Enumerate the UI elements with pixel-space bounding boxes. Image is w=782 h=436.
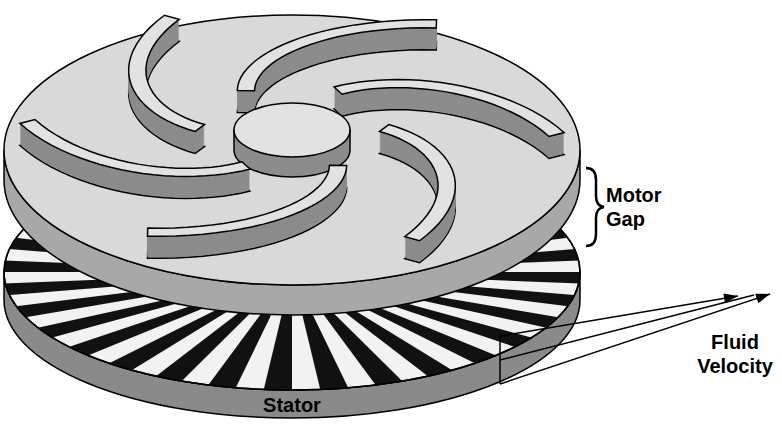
impeller-blade xyxy=(147,165,346,258)
rotor-surface xyxy=(4,15,580,285)
arrowhead xyxy=(723,293,738,303)
gap-bracket xyxy=(586,168,604,246)
blade-side xyxy=(147,166,346,237)
blade-top xyxy=(334,80,564,137)
impeller-blade xyxy=(334,80,564,159)
impeller-blade xyxy=(20,119,250,198)
arrowhead xyxy=(755,294,770,303)
blade-top xyxy=(379,125,455,241)
impeller-blade xyxy=(129,15,205,153)
blade-side xyxy=(379,126,455,242)
blade-side xyxy=(334,81,564,138)
blade-top xyxy=(147,165,346,236)
blade-side xyxy=(20,120,250,177)
hub-top xyxy=(234,103,350,157)
impeller-blade xyxy=(379,125,455,263)
blade-side xyxy=(129,16,205,132)
velocity-label: Fluid Velocity xyxy=(689,330,781,378)
arrowheads xyxy=(723,293,770,303)
impeller-blades xyxy=(20,15,564,263)
blade-top xyxy=(129,15,205,131)
blade-top xyxy=(20,119,250,176)
gap-label: Motor Gap xyxy=(606,183,678,231)
stator-label: Stator xyxy=(232,393,352,417)
